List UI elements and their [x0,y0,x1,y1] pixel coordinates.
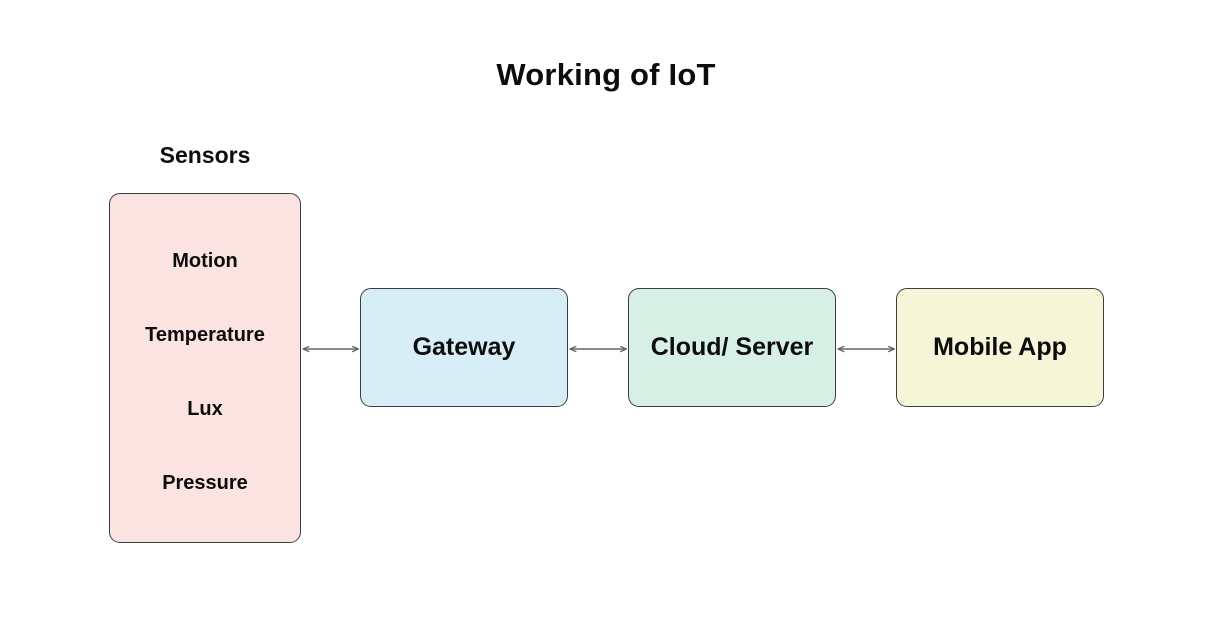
connector-gateway-to-cloud [566,337,630,361]
cloud-server-node[interactable]: Cloud/ Server [628,288,836,407]
mobile-app-node[interactable]: Mobile App [896,288,1104,407]
sensor-item-temperature: Temperature [145,323,265,346]
sensor-item-lux: Lux [187,397,223,420]
page-title: Working of IoT [496,57,716,92]
connector-cloud-to-mobile [834,337,898,361]
sensor-item-pressure: Pressure [162,471,248,494]
sensor-item-motion: Motion [172,249,238,272]
gateway-node[interactable]: Gateway [360,288,568,407]
mobile-app-node-label: Mobile App [933,333,1067,362]
cloud-server-node-label: Cloud/ Server [650,333,814,362]
sensors-group-caption: Sensors [159,142,251,168]
gateway-node-label: Gateway [412,333,516,362]
connector-sensors-to-gateway [299,337,362,361]
sensors-node[interactable]: Motion Temperature Lux Pressure [109,193,301,543]
